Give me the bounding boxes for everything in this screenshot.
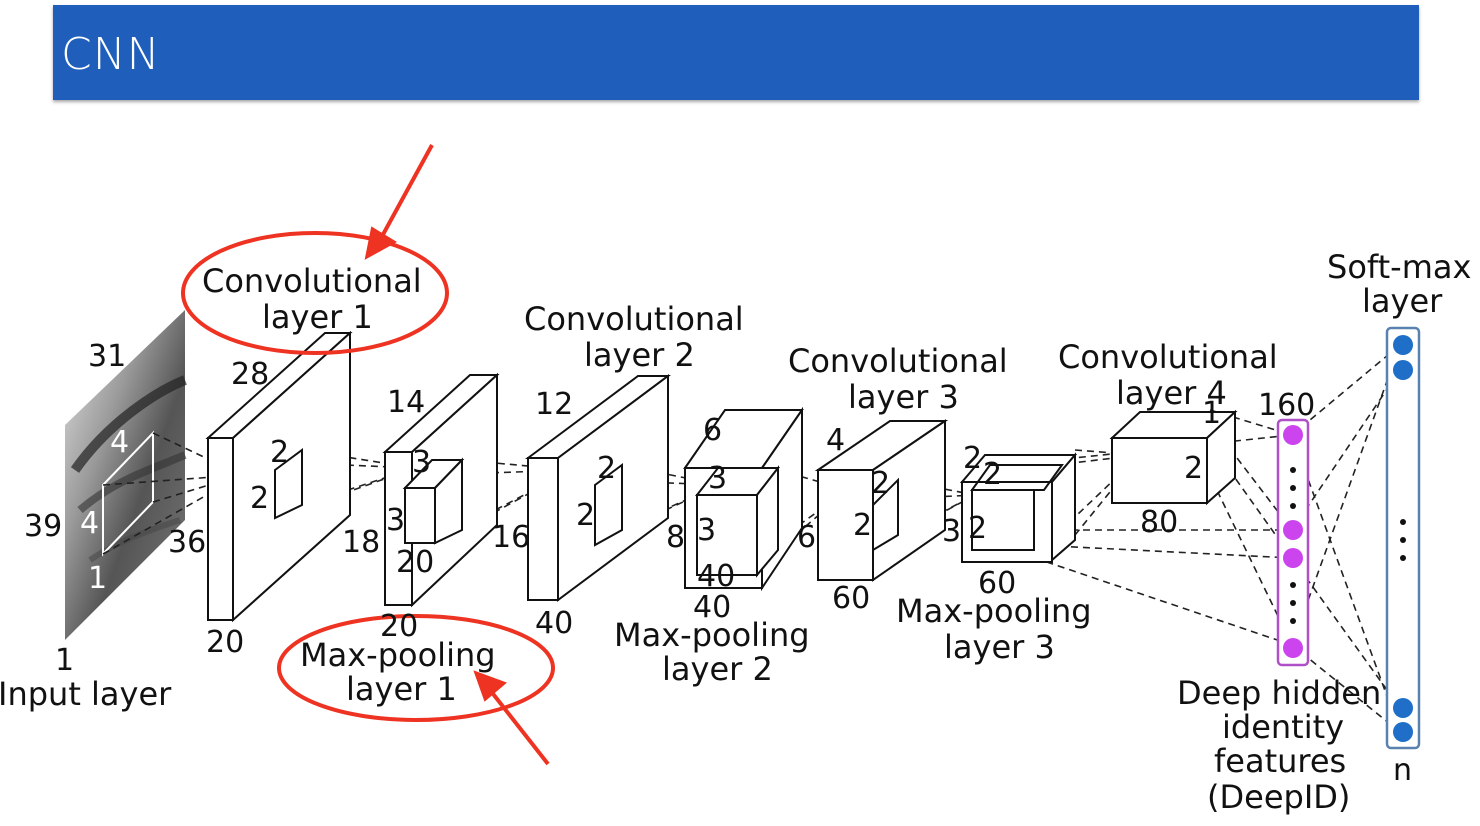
pool1-depth: 20 bbox=[380, 609, 418, 644]
softmax-size: n bbox=[1393, 753, 1412, 788]
deepid-column bbox=[1276, 418, 1310, 667]
pool1-width: 14 bbox=[387, 385, 425, 420]
pool2-depth: 40 bbox=[693, 590, 731, 625]
input-kernel-a: 4 bbox=[110, 425, 129, 460]
conv2-label-line1: Convolutional bbox=[524, 300, 744, 338]
conv4-depth: 80 bbox=[1140, 505, 1178, 540]
pool1-kernel-a: 3 bbox=[412, 445, 431, 480]
input-face-image bbox=[65, 310, 187, 640]
pool1-highlight-ellipse bbox=[277, 614, 555, 722]
page-title: CNN bbox=[61, 29, 161, 80]
conv1-label-line2: layer 1 bbox=[262, 298, 373, 336]
conv2-height: 16 bbox=[492, 520, 530, 555]
conv3-label-line1: Convolutional bbox=[788, 342, 1008, 380]
conv2-box bbox=[524, 374, 672, 602]
pool1-kernel-depth: 20 bbox=[396, 545, 434, 580]
pool3-width: 2 bbox=[963, 441, 982, 476]
labels: 31 39 4 4 1 1 Input layer Convolutional … bbox=[0, 248, 1471, 816]
pool3-depth: 60 bbox=[978, 566, 1016, 601]
conv3-width: 4 bbox=[826, 423, 845, 458]
softmax-label-line2: layer bbox=[1362, 282, 1443, 320]
conv1-highlight-ellipse bbox=[181, 231, 449, 355]
conv1-kernel-b: 2 bbox=[250, 481, 269, 516]
conv3-kernel bbox=[872, 477, 899, 552]
title-bar: CNN bbox=[53, 5, 1419, 100]
input-depth-label: 1 bbox=[55, 643, 74, 678]
pool2-height: 8 bbox=[666, 520, 685, 555]
pool2-kernel-depth: 40 bbox=[697, 559, 735, 594]
conv2-kernel-b: 2 bbox=[576, 498, 595, 533]
conv3-kernel-b: 2 bbox=[853, 508, 872, 543]
deepid-label-line4: (DeepID) bbox=[1207, 778, 1350, 816]
pool2-kernel-a: 3 bbox=[708, 461, 727, 496]
arrow-to-pool1 bbox=[488, 688, 550, 766]
highlight-annotations bbox=[181, 144, 555, 766]
conv1-kernel-a: 2 bbox=[270, 435, 289, 470]
deepid-node bbox=[1283, 425, 1303, 445]
conv2-kernel-a: 2 bbox=[597, 451, 616, 486]
deepid-label-line3: features bbox=[1214, 742, 1346, 780]
conv3-label-line2: layer 3 bbox=[848, 378, 959, 416]
input-width-label: 31 bbox=[88, 339, 126, 374]
softmax-node bbox=[1393, 722, 1413, 742]
conv2-label-line2: layer 2 bbox=[584, 336, 695, 374]
arrow-to-conv1 bbox=[378, 144, 434, 241]
softmax-node bbox=[1393, 698, 1413, 718]
pool3-box bbox=[959, 452, 1078, 563]
pool2-box bbox=[683, 406, 804, 592]
deepid-node bbox=[1283, 548, 1303, 568]
conv2-width: 12 bbox=[535, 387, 573, 422]
softmax-column bbox=[1385, 326, 1421, 750]
deepid-label-line2: identity bbox=[1222, 708, 1344, 746]
input-kernel-b: 4 bbox=[80, 506, 99, 541]
deepid-label-line1: Deep hidden bbox=[1177, 674, 1381, 712]
conv1-kernel bbox=[274, 448, 303, 520]
conv3-height: 6 bbox=[797, 520, 816, 555]
conv1-label-line1: Convolutional bbox=[202, 262, 422, 300]
input-layer-label: Input layer bbox=[0, 675, 172, 713]
conv2-depth: 40 bbox=[535, 606, 573, 641]
conv3-box bbox=[814, 419, 949, 582]
pool1-height: 18 bbox=[342, 525, 380, 560]
pool3-kernel-a: 2 bbox=[983, 457, 1002, 492]
pool1-box bbox=[382, 372, 500, 608]
softmax-node bbox=[1393, 360, 1413, 380]
softmax-node bbox=[1393, 335, 1413, 355]
conv4-width: 1 bbox=[1202, 396, 1221, 431]
pool1-label-line1: Max-pooling bbox=[300, 636, 496, 674]
conv1-box bbox=[205, 330, 353, 623]
conv3-kernel-a: 2 bbox=[871, 466, 890, 501]
input-kernel-depth: 1 bbox=[88, 561, 107, 596]
pool3-label-line1: Max-pooling bbox=[896, 592, 1092, 630]
input-height-label: 39 bbox=[24, 509, 62, 544]
pool3-height: 3 bbox=[942, 514, 961, 549]
conv1-width: 28 bbox=[231, 357, 269, 392]
pool2-label-line1: Max-pooling bbox=[614, 616, 810, 654]
conv4-height: 2 bbox=[1184, 451, 1203, 486]
conv1-depth: 20 bbox=[206, 625, 244, 660]
conv1-height: 36 bbox=[168, 525, 206, 560]
deepid-size: 160 bbox=[1258, 388, 1315, 423]
softmax-label-line1: Soft-max bbox=[1327, 248, 1471, 286]
pool1-kernel-b: 3 bbox=[386, 503, 405, 538]
deepid-node bbox=[1283, 520, 1303, 540]
conv4-label-line2: layer 4 bbox=[1116, 374, 1227, 412]
pool3-label-line2: layer 3 bbox=[944, 628, 1055, 666]
pool1-label-line2: layer 1 bbox=[346, 670, 457, 708]
pool2-kernel-b: 3 bbox=[697, 513, 716, 548]
pool2-width: 6 bbox=[703, 413, 722, 448]
conv2-kernel bbox=[594, 463, 623, 547]
conv4-box bbox=[1109, 409, 1238, 506]
pool2-label-line2: layer 2 bbox=[662, 650, 773, 688]
pool3-kernel-b: 2 bbox=[968, 511, 987, 546]
conv4-label-line1: Convolutional bbox=[1058, 338, 1278, 376]
deepid-node bbox=[1283, 638, 1303, 658]
conv3-depth: 60 bbox=[832, 581, 870, 616]
